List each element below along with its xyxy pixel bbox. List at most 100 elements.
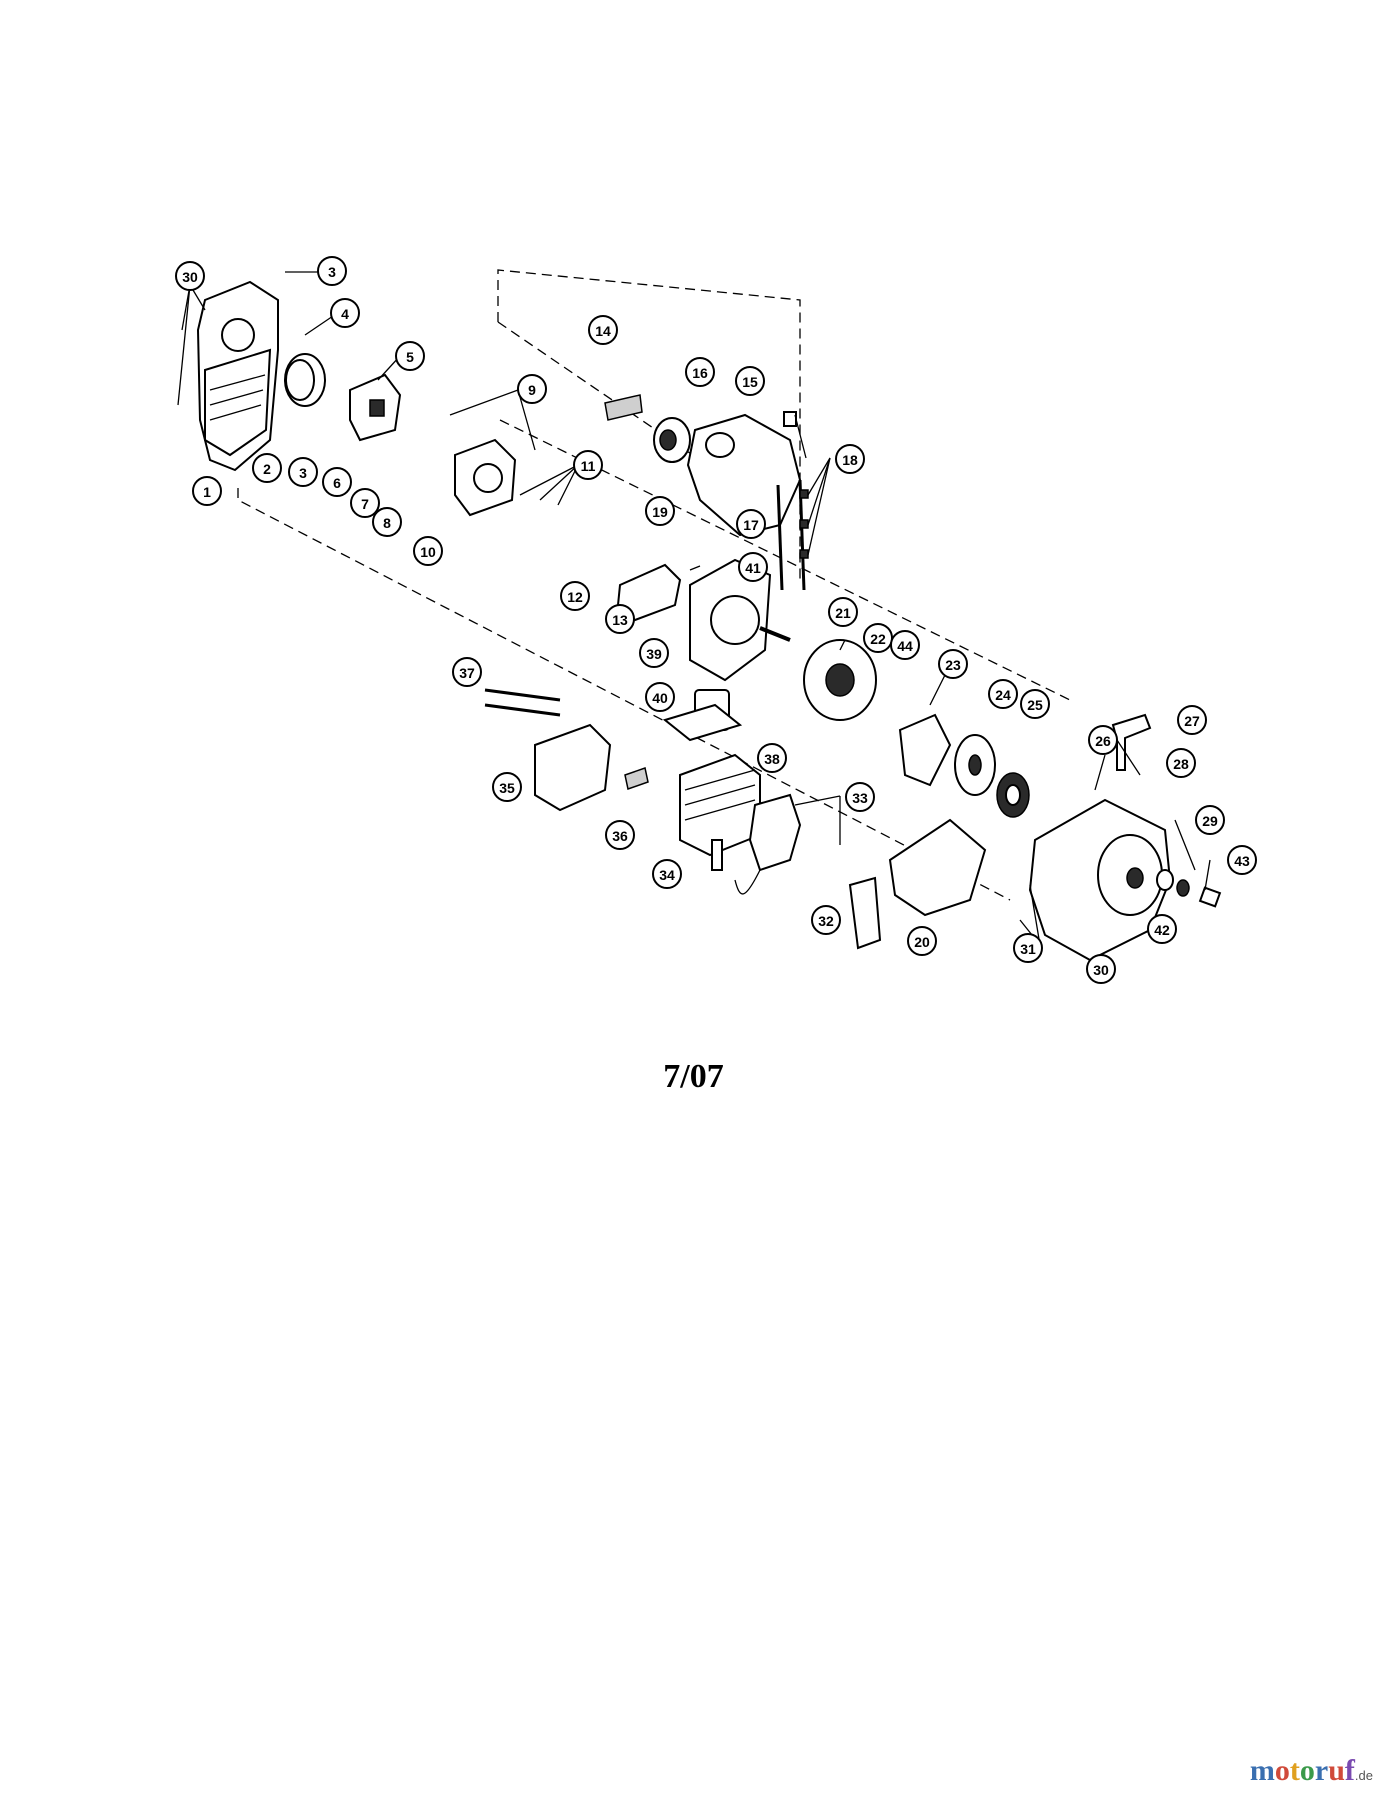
callout-label: 21	[835, 605, 851, 621]
callout-14: 14	[588, 315, 618, 345]
callout-44: 44	[890, 630, 920, 660]
logo-letter: t	[1289, 1754, 1300, 1787]
callout-label: 2	[263, 461, 271, 477]
part-42-washers	[1156, 869, 1190, 897]
callout-label: 23	[945, 657, 961, 673]
callout-circle	[288, 457, 318, 487]
callout-29: 29	[1195, 805, 1225, 835]
callout-circle	[736, 509, 766, 539]
part-37-bolts	[484, 688, 561, 717]
callout-35: 35	[492, 772, 522, 802]
callout-label: 41	[745, 560, 761, 576]
callout-21: 21	[828, 597, 858, 627]
callout-circle	[1227, 845, 1257, 875]
callout-label: 26	[1095, 733, 1111, 749]
callout-label: 14	[595, 323, 611, 339]
leader-lines	[177, 271, 1211, 946]
motoruf-logo[interactable]: motoruf.de	[1250, 1754, 1373, 1788]
callout-label: 36	[612, 828, 628, 844]
callout-circle	[1177, 705, 1207, 735]
logo-text: motoruf	[1250, 1754, 1355, 1787]
callout-13: 13	[605, 604, 635, 634]
part-36-gasket	[624, 767, 649, 790]
callout-20: 20	[907, 926, 937, 956]
callout-1: 1	[192, 476, 222, 506]
callout-circle	[757, 743, 787, 773]
part-2-air-filter	[284, 353, 326, 407]
figure-caption: 7/07	[663, 1058, 724, 1095]
callout-circle	[350, 488, 380, 518]
callout-circle	[907, 926, 937, 956]
callout-circle	[685, 357, 715, 387]
part-34-spark-plug	[711, 839, 723, 871]
callout-label: 34	[659, 867, 675, 883]
callout-31: 31	[1013, 933, 1043, 963]
callout-circle	[738, 552, 768, 582]
callout-5: 5	[395, 341, 425, 371]
callout-label: 7	[361, 496, 369, 512]
callout-24: 24	[988, 679, 1018, 709]
callout-label: 1	[203, 484, 211, 500]
part-1-engine-cover	[196, 280, 279, 472]
part-43-nut	[1198, 886, 1222, 908]
callout-label: 37	[459, 665, 475, 681]
callout-6: 6	[322, 467, 352, 497]
callout-label: 29	[1202, 813, 1218, 829]
callout-label: 44	[897, 638, 913, 654]
callout-label: 4	[341, 306, 349, 322]
part-25-bearing	[996, 772, 1030, 818]
callout-circle	[938, 649, 968, 679]
callout-label: 6	[333, 475, 341, 491]
part-ignition-coil	[734, 793, 802, 895]
callout-label: 27	[1184, 713, 1200, 729]
logo-letter: r	[1314, 1754, 1329, 1787]
callout-40: 40	[645, 682, 675, 712]
callout-34: 34	[652, 859, 682, 889]
callout-3b: 3	[288, 457, 318, 487]
callout-19: 19	[645, 496, 675, 526]
callout-circle	[811, 905, 841, 935]
callout-circle	[573, 450, 603, 480]
callout-39: 39	[639, 638, 669, 668]
callout-label: 8	[383, 515, 391, 531]
part-35-muffler	[534, 723, 612, 812]
callout-circle	[1013, 933, 1043, 963]
callout-circle	[645, 682, 675, 712]
callout-circle	[372, 507, 402, 537]
callout-circle	[452, 657, 482, 687]
callout-circle	[560, 581, 590, 611]
callout-circle	[828, 597, 858, 627]
callout-circle	[252, 453, 282, 483]
callout-circle	[395, 341, 425, 371]
callout-27: 27	[1177, 705, 1207, 735]
logo-letter: o	[1274, 1754, 1290, 1787]
callout-43: 43	[1227, 845, 1257, 875]
callout-26: 26	[1088, 725, 1118, 755]
callout-label: 15	[742, 374, 758, 390]
callout-circle	[1195, 805, 1225, 835]
callout-circle	[330, 298, 360, 328]
callout-label: 5	[406, 349, 414, 365]
logo-letter: u	[1328, 1754, 1345, 1787]
logo-letter: f	[1344, 1754, 1355, 1787]
part-14-gasket	[604, 394, 643, 421]
callout-circle	[645, 496, 675, 526]
callout-circle	[652, 859, 682, 889]
part-38-cylinder	[679, 753, 761, 857]
callout-label: 11	[581, 458, 596, 474]
callout-42: 42	[1147, 914, 1177, 944]
part-6-carburetor	[349, 373, 402, 442]
logo-letter: o	[1299, 1754, 1315, 1787]
callout-36: 36	[605, 820, 635, 850]
callout-circle	[605, 820, 635, 850]
callout-label: 18	[842, 452, 858, 468]
callout-circle	[1086, 954, 1116, 984]
callout-circle	[639, 638, 669, 668]
callout-circle	[317, 256, 347, 286]
part-40-gasket	[662, 703, 743, 742]
callout-8: 8	[372, 507, 402, 537]
callout-label: 3	[299, 465, 307, 481]
callout-3a: 3	[317, 256, 347, 286]
callout-label: 35	[499, 780, 515, 796]
